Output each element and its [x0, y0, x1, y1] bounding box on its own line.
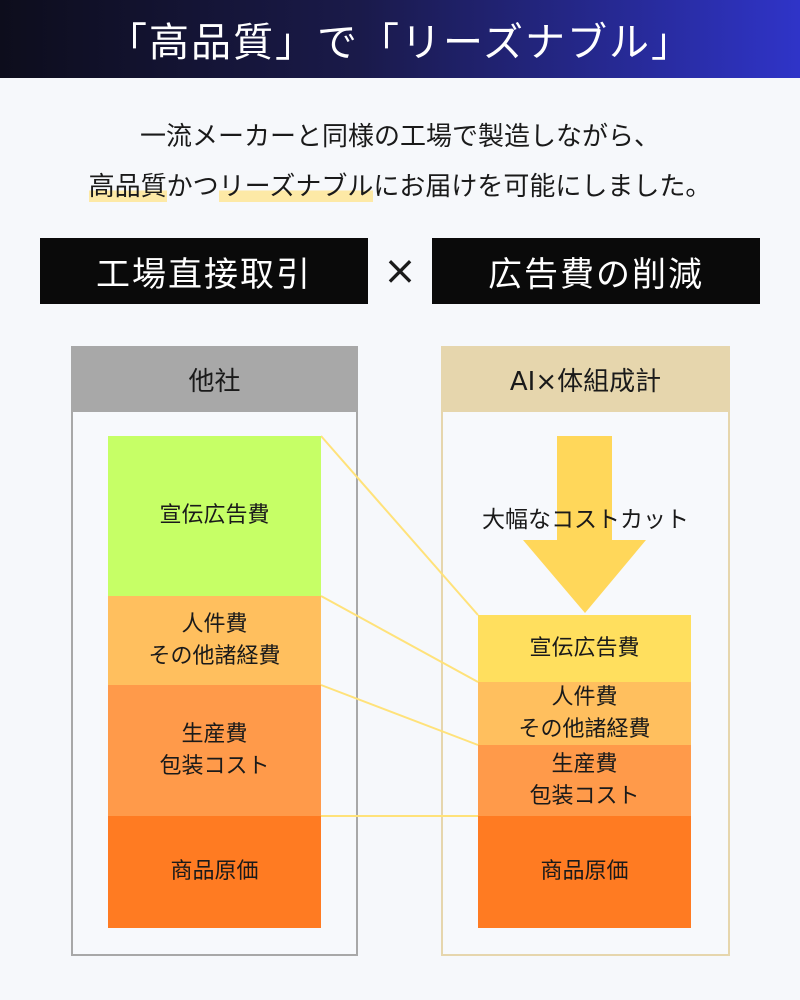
- panel-other-companies-title: 他社: [71, 346, 358, 412]
- other-production-cost-label-1: 生産費: [181, 721, 248, 747]
- multiply-symbol: ×: [383, 248, 417, 294]
- connector-line-3: [320, 684, 479, 746]
- ai-production-cost-block: 生産費包装コスト: [478, 745, 691, 816]
- tag-factory-direct-label: 工場直接取引: [96, 254, 312, 295]
- intro-line-1: 一流メーカーと同様の工場で製造しながら、: [139, 122, 660, 152]
- connector-lines: [320, 435, 479, 817]
- cost-cut-label: 大幅なコストカット: [482, 507, 689, 533]
- highlight-reasonable: リーズナブル: [218, 172, 374, 202]
- header-title: 「高品質」で「リーズナブル」: [107, 20, 693, 66]
- connector-line-1: [320, 435, 479, 616]
- other-product-cost-block: 商品原価: [108, 816, 321, 928]
- ai-product-cost-block: 商品原価: [478, 816, 691, 928]
- intro-text: 一流メーカーと同様の工場で製造しながら、 高品質かつリーズナブルにお届けを可能に…: [0, 112, 800, 212]
- ai-personnel-cost-label-1: 人件費: [551, 684, 618, 710]
- ai-production-cost-label-2: 包装コスト: [529, 783, 640, 809]
- ai-production-cost-label-1: 生産費: [551, 751, 618, 777]
- tag-ad-cost-reduction: 広告費の削減: [432, 238, 760, 304]
- ai-ad-cost-label-1: 宣伝広告費: [529, 635, 640, 661]
- other-ad-cost-block: 宣伝広告費: [108, 436, 321, 596]
- tag-ad-cost-reduction-label: 広告費の削減: [488, 254, 704, 295]
- other-personnel-cost-label-1: 人件費: [181, 611, 248, 637]
- ai-personnel-cost-label-2: その他諸経費: [518, 716, 651, 742]
- other-personnel-cost-block: 人件費その他諸経費: [108, 596, 321, 685]
- other-ad-cost-label-1: 宣伝広告費: [159, 503, 270, 528]
- down-arrow-icon: [523, 436, 646, 613]
- panel-ai-scale-title: AI×体組成計: [441, 346, 730, 412]
- tag-factory-direct: 工場直接取引: [40, 238, 368, 304]
- other-product-cost-label-1: 商品原価: [170, 859, 259, 884]
- other-production-cost-block: 生産費包装コスト: [108, 685, 321, 816]
- ai-product-cost-label-1: 商品原価: [540, 859, 629, 884]
- other-personnel-cost-label-2: その他諸経費: [148, 643, 281, 669]
- ai-ad-cost-block: 宣伝広告費: [478, 615, 691, 682]
- other-production-cost-label-2: 包装コスト: [159, 753, 270, 779]
- intro-line-2: 高品質かつリーズナブルにお届けを可能にしました。: [0, 162, 800, 212]
- ai-personnel-cost-block: 人件費その他諸経費: [478, 682, 691, 745]
- highlight-quality: 高品質: [88, 172, 167, 202]
- connector-line-2: [320, 595, 479, 683]
- intro-conjunction: かつ: [166, 172, 219, 202]
- intro-ending: にお届けを可能にしました。: [373, 172, 712, 202]
- header-banner: 「高品質」で「リーズナブル」: [0, 0, 800, 78]
